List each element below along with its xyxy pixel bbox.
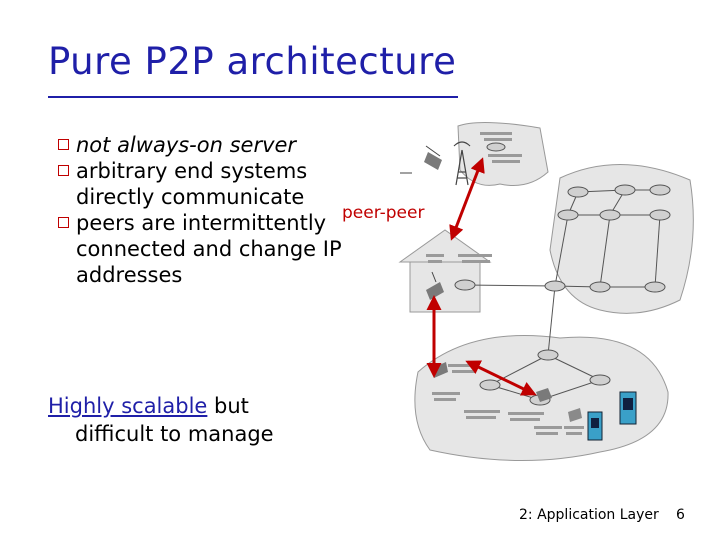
bullet-item: arbitrary end systems directly communica…: [58, 158, 418, 210]
peer-peer-label: peer-peer: [342, 203, 425, 223]
scalability-note: Highly scalable but difficult to manage: [48, 392, 274, 448]
bullet-text: directly communicate: [76, 185, 305, 209]
note-text: but: [207, 394, 249, 418]
page-number: 6: [676, 507, 685, 523]
bullet-list: not always-on server arbitrary end syste…: [58, 132, 418, 288]
laptop-icon: [400, 145, 442, 174]
bullet-box-icon: [58, 165, 69, 176]
bullet-text: connected and change IP: [76, 237, 342, 261]
isp-network-core: [549, 164, 694, 314]
title-underline: [48, 96, 458, 98]
tiny-labels: [426, 132, 584, 435]
bullet-box-icon: [58, 217, 69, 228]
bullet-text: peers are intermittently: [76, 211, 327, 235]
slide-title: Pure P2P architecture: [48, 40, 457, 83]
bullet-text: addresses: [76, 263, 183, 287]
isp-network-top: [457, 121, 549, 186]
bullet-box-icon: [58, 139, 69, 150]
house-icon: [398, 229, 492, 313]
footer-chapter: 2: Application Layer: [519, 507, 659, 523]
note-underlined-text: Highly scalable: [48, 394, 208, 418]
bullet-item: peers are intermittently connected and c…: [58, 210, 418, 288]
server-icon: [587, 391, 637, 441]
bullet-text: arbitrary end systems: [76, 159, 308, 183]
bullet-text: not always-on server: [76, 133, 297, 157]
bullet-item: not always-on server: [58, 132, 418, 158]
peer-peer-arrows: [426, 157, 537, 396]
note-text-line2: difficult to manage: [75, 422, 274, 446]
